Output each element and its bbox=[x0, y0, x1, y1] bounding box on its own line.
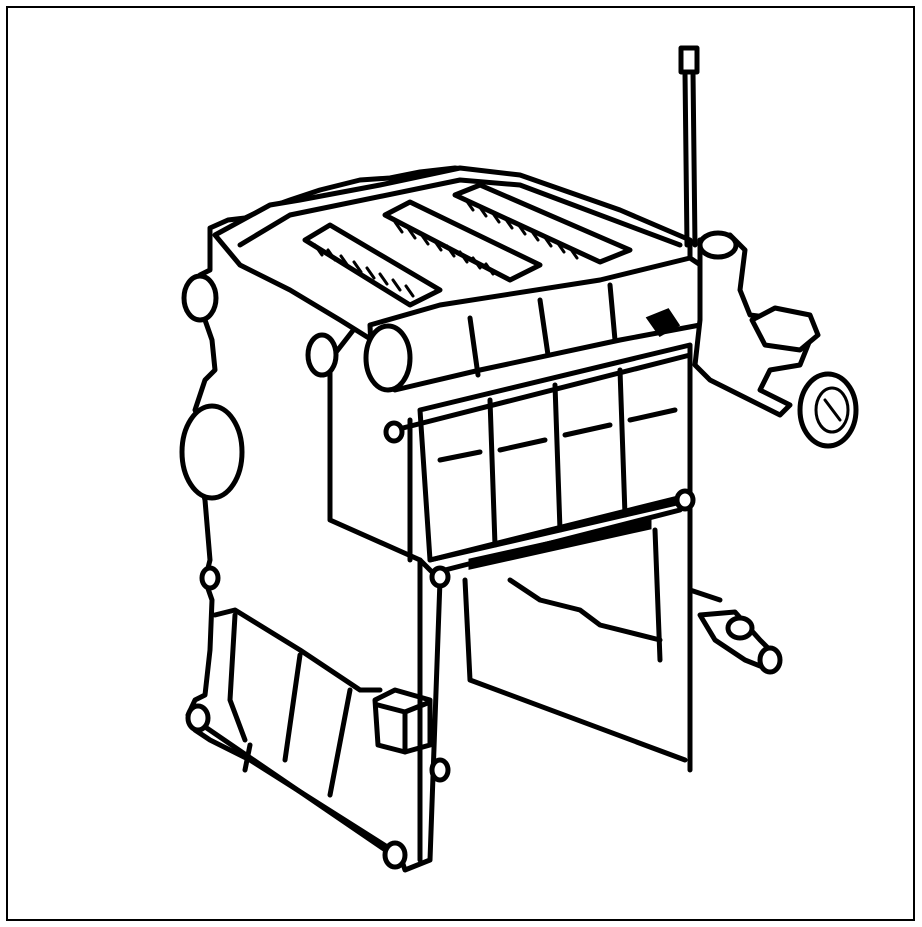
front-panels bbox=[383, 342, 693, 563]
lower-frame bbox=[427, 488, 696, 773]
drain-tap bbox=[687, 587, 783, 675]
engine-side-housing bbox=[179, 165, 473, 873]
dipstick-tube bbox=[678, 45, 700, 248]
oil-gauge-assembly bbox=[692, 230, 859, 449]
